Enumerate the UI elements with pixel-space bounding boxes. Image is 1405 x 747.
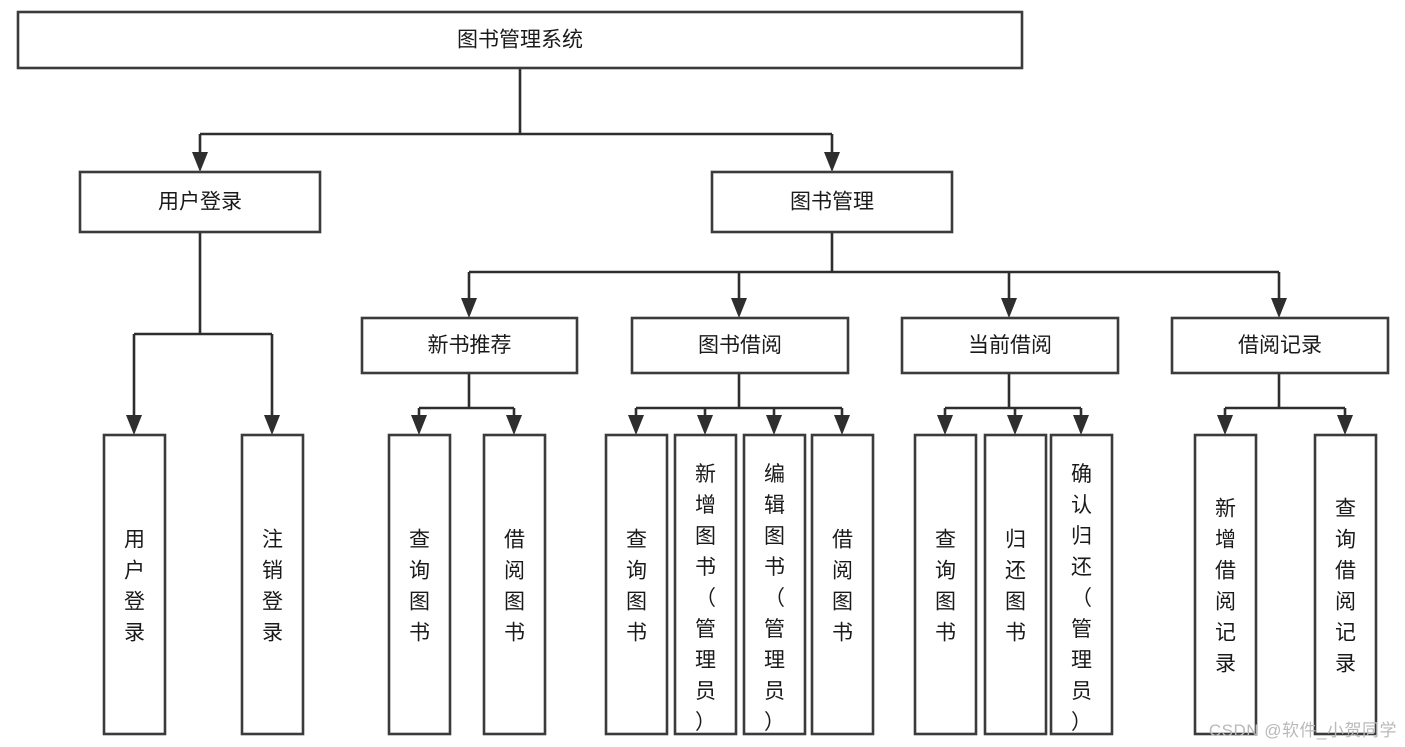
node-label-new-book-recommend: 新书推荐 (428, 334, 512, 357)
node-label-leaf-add-borrow-record: 新增借阅记录 (1215, 498, 1236, 676)
node-leaf-edit-book[interactable]: 编辑图书（管理员） (742, 433, 807, 736)
node-box-leaf-return-book[interactable] (983, 433, 1048, 736)
node-layer: 图书管理系统用户登录图书管理新书推荐图书借阅当前借阅借阅记录用户登录注销登录查询… (16, 10, 1390, 736)
node-label-leaf-borrow-book-recommend: 借阅图书 (504, 529, 525, 645)
node-label-borrow-record: 借阅记录 (1238, 334, 1322, 357)
node-leaf-query-book-recommend[interactable]: 查询图书 (387, 433, 452, 736)
arrow-head-0 (937, 415, 953, 435)
arrow-head-0 (126, 415, 142, 435)
connector-current-borrow-to-leaves (937, 373, 1089, 435)
node-box-leaf-query-book-recommend[interactable] (387, 433, 452, 736)
arrow-head-1 (731, 298, 747, 318)
node-label-leaf-query-book-borrow: 查询图书 (626, 529, 647, 645)
node-box-book-borrow[interactable] (630, 316, 850, 375)
node-leaf-logout[interactable]: 注销登录 (240, 433, 305, 736)
node-box-leaf-edit-book[interactable] (742, 433, 807, 736)
connector-root-to-level1 (192, 68, 840, 172)
node-label-leaf-borrow-book: 借阅图书 (832, 529, 853, 645)
node-label-leaf-query-book-recommend: 查询图书 (409, 529, 430, 645)
node-user-login[interactable]: 用户登录 (78, 170, 322, 234)
arrow-head-0 (628, 415, 644, 435)
node-leaf-confirm-return[interactable]: 确认归还（管理员） (1049, 433, 1114, 736)
node-leaf-borrow-book-recommend[interactable]: 借阅图书 (482, 433, 547, 736)
node-root[interactable]: 图书管理系统 (16, 10, 1024, 70)
arrow-head-2 (1001, 298, 1017, 318)
connector-book-management-to-level2 (461, 232, 1287, 318)
node-label-leaf-query-borrow-record: 查询借阅记录 (1335, 498, 1356, 676)
arrow-head-0 (461, 298, 477, 318)
arrow-head-0 (1217, 415, 1233, 435)
node-box-leaf-borrow-book-recommend[interactable] (482, 433, 547, 736)
arrow-head-1 (1337, 415, 1353, 435)
arrow-head-1 (697, 415, 713, 435)
node-label-leaf-logout: 注销登录 (262, 529, 283, 645)
node-leaf-query-borrow-record[interactable]: 查询借阅记录 (1313, 433, 1378, 736)
node-book-management[interactable]: 图书管理 (710, 170, 954, 234)
node-new-book-recommend[interactable]: 新书推荐 (360, 316, 579, 375)
node-label-leaf-edit-book: 编辑图书（管理员） (764, 463, 785, 734)
connector-new-book-recommend-to-leaves (411, 373, 522, 435)
node-box-leaf-query-book-borrow[interactable] (604, 433, 669, 736)
arrow-head-0 (192, 152, 208, 172)
arrow-head-3 (1271, 298, 1287, 318)
node-leaf-borrow-book[interactable]: 借阅图书 (810, 433, 875, 736)
csdn-watermark: CSDN @软件_小贺同学 (1208, 721, 1397, 740)
node-box-leaf-query-borrow-record[interactable] (1313, 433, 1378, 736)
node-box-root[interactable] (16, 10, 1024, 70)
node-box-user-login[interactable] (78, 170, 322, 234)
connector-user-login-to-leaves (126, 232, 280, 435)
node-box-leaf-add-book[interactable] (673, 433, 738, 736)
connector-book-borrow-to-leaves (628, 373, 850, 435)
arrow-head-1 (264, 415, 280, 435)
node-box-leaf-user-login[interactable] (102, 433, 167, 736)
node-label-book-management: 图书管理 (790, 191, 874, 214)
node-label-root: 图书管理系统 (457, 29, 583, 52)
connector-borrow-record-to-leaves (1217, 373, 1353, 435)
node-label-leaf-return-book: 归还图书 (1005, 529, 1026, 645)
node-label-book-borrow: 图书借阅 (698, 334, 782, 357)
arrow-head-1 (506, 415, 522, 435)
node-box-leaf-add-borrow-record[interactable] (1193, 433, 1258, 736)
node-label-leaf-query-book-current: 查询图书 (935, 529, 956, 645)
node-borrow-record[interactable]: 借阅记录 (1170, 316, 1390, 375)
node-label-user-login: 用户登录 (158, 191, 242, 214)
arrow-head-2 (766, 415, 782, 435)
node-box-leaf-confirm-return[interactable] (1049, 433, 1114, 736)
node-label-leaf-user-login: 用户登录 (124, 529, 145, 645)
arrow-head-1 (824, 152, 840, 172)
node-leaf-query-book-current[interactable]: 查询图书 (913, 433, 978, 736)
node-leaf-return-book[interactable]: 归还图书 (983, 433, 1048, 736)
node-box-leaf-logout[interactable] (240, 433, 305, 736)
node-label-leaf-confirm-return: 确认归还（管理员） (1071, 463, 1092, 734)
node-book-borrow[interactable]: 图书借阅 (630, 316, 850, 375)
node-current-borrow[interactable]: 当前借阅 (900, 316, 1120, 375)
node-box-leaf-borrow-book[interactable] (810, 433, 875, 736)
node-box-borrow-record[interactable] (1170, 316, 1390, 375)
node-leaf-add-book[interactable]: 新增图书（管理员） (673, 433, 738, 736)
node-leaf-add-borrow-record[interactable]: 新增借阅记录 (1193, 433, 1258, 736)
arrow-head-2 (1073, 415, 1089, 435)
connector-layer (126, 68, 1353, 435)
arrow-head-0 (411, 415, 427, 435)
node-box-book-management[interactable] (710, 170, 954, 234)
node-leaf-query-book-borrow[interactable]: 查询图书 (604, 433, 669, 736)
node-box-new-book-recommend[interactable] (360, 316, 579, 375)
node-label-leaf-add-book: 新增图书（管理员） (695, 463, 716, 734)
arrow-head-3 (834, 415, 850, 435)
arrow-head-1 (1007, 415, 1023, 435)
node-label-current-borrow: 当前借阅 (968, 334, 1052, 357)
node-leaf-user-login[interactable]: 用户登录 (102, 433, 167, 736)
node-box-leaf-query-book-current[interactable] (913, 433, 978, 736)
node-box-current-borrow[interactable] (900, 316, 1120, 375)
